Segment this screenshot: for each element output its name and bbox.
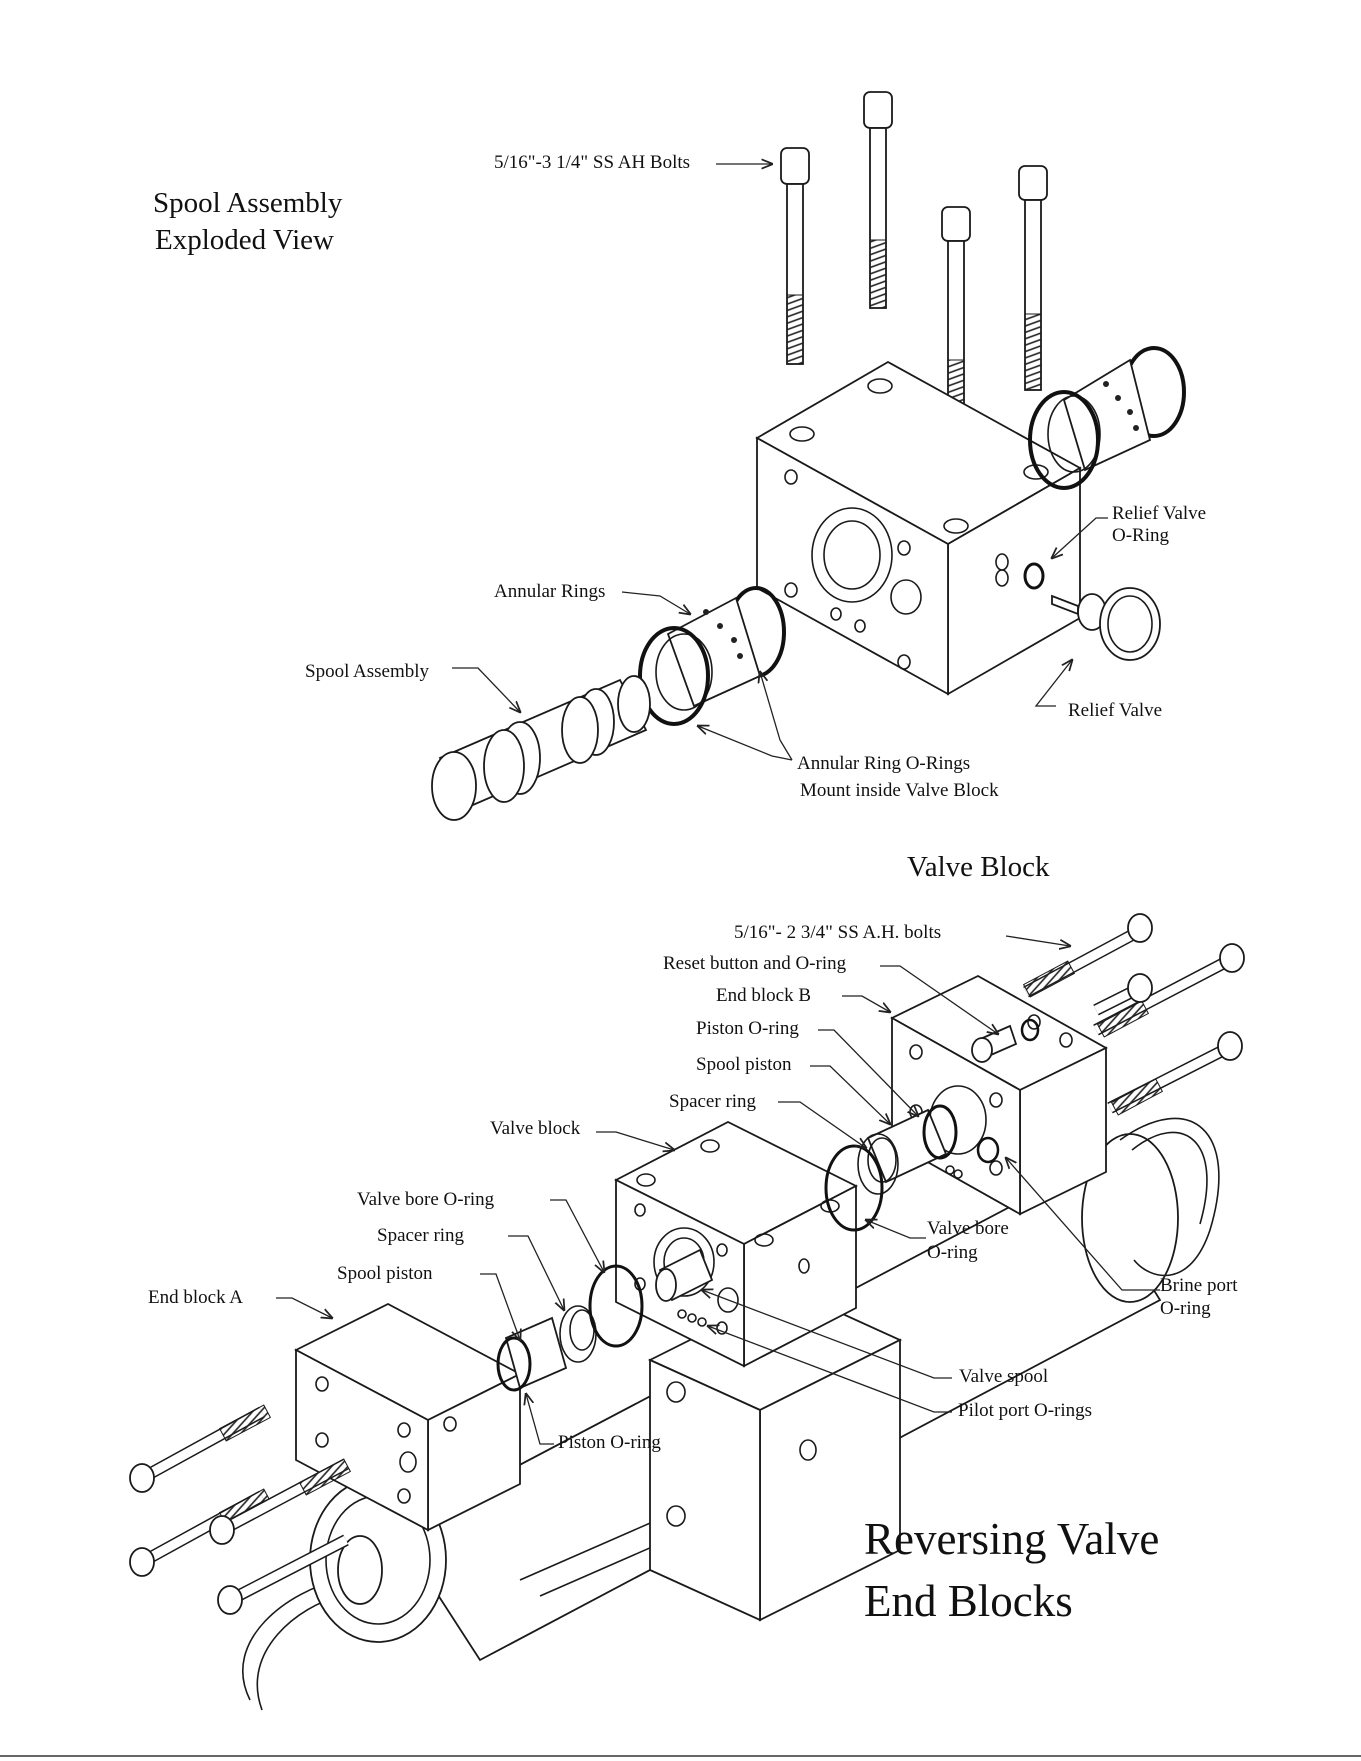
relief-valve	[1051, 587, 1161, 661]
spool-piston-b	[866, 1104, 958, 1184]
end-block-a-label: End block A	[148, 1287, 243, 1308]
valve-block-label: Valve block	[490, 1118, 581, 1139]
spool-assembly-title: Spool Assembly	[153, 187, 343, 219]
exploded-view-title: Exploded View	[155, 224, 334, 256]
piston-oring-b-label: Piston O-ring	[696, 1018, 799, 1039]
bottom-bolts-label: 5/16"- 2 3/4" SS A.H. bolts	[734, 922, 942, 943]
annular-ring-orings-label: Annular Ring O-Rings	[797, 753, 971, 774]
end-block-b	[890, 974, 1108, 1216]
relief-valve-oring-label-line1: Relief Valve	[1112, 503, 1207, 524]
spool-assembly-label: Spool Assembly	[305, 661, 430, 682]
valve-bore-oring-b	[824, 1144, 884, 1232]
top-bolt-2	[863, 91, 893, 309]
valve-bore-oring-a	[588, 1264, 644, 1348]
reversing-valve-title: Reversing Valve	[864, 1514, 1160, 1564]
spacer-ring-a-label: Spacer ring	[377, 1225, 465, 1246]
bottom-valve-spool	[655, 1248, 714, 1327]
spacer-ring-b-label: Spacer ring	[669, 1091, 757, 1112]
top-annular-ring-upper	[1028, 346, 1186, 490]
brine-port-label-line2: O-ring	[1160, 1298, 1211, 1319]
relief-valve-oring-label-line2: O-Ring	[1112, 525, 1169, 546]
annular-rings-label: Annular Rings	[494, 581, 606, 602]
relief-valve-label: Relief Valve	[1068, 700, 1163, 721]
valve-bore-oring-b-label-line2: O-ring	[927, 1242, 978, 1263]
valve-bore-oring-b-label-line1: Valve bore	[927, 1218, 1009, 1239]
reset-button-label: Reset button and O-ring	[663, 953, 847, 974]
top-bolt-4	[1018, 165, 1048, 391]
bolts-right	[1022, 913, 1245, 1116]
brine-port-label-line1: Brine port	[1160, 1275, 1238, 1296]
top-bolt-1	[780, 147, 810, 365]
top-bolts-label: 5/16"-3 1/4" SS AH Bolts	[494, 152, 691, 173]
top-spool	[431, 675, 651, 821]
top-valve-block	[755, 360, 1082, 696]
spool-piston-b-label: Spool piston	[696, 1054, 792, 1075]
top-annular-ring-lower	[638, 586, 786, 726]
valve-spool-label: Valve spool	[959, 1366, 1049, 1387]
relief-valve-oring	[1023, 562, 1045, 590]
end-blocks-title: End Blocks	[864, 1576, 1073, 1626]
valve-bore-oring-a-label: Valve bore O-ring	[357, 1189, 495, 1210]
end-block-a	[294, 1302, 522, 1532]
valve-block-title: Valve Block	[907, 851, 1050, 883]
spool-piston-a-label: Spool piston	[337, 1263, 433, 1284]
brine-port-oring	[945, 1136, 1000, 1179]
end-block-b-label: End block B	[716, 985, 811, 1006]
pilot-port-orings-label: Pilot port O-rings	[958, 1400, 1093, 1421]
bolts-left	[129, 1404, 352, 1615]
piston-oring-a-label: Piston O-ring	[558, 1432, 661, 1453]
mount-inside-label: Mount inside Valve Block	[800, 780, 999, 801]
